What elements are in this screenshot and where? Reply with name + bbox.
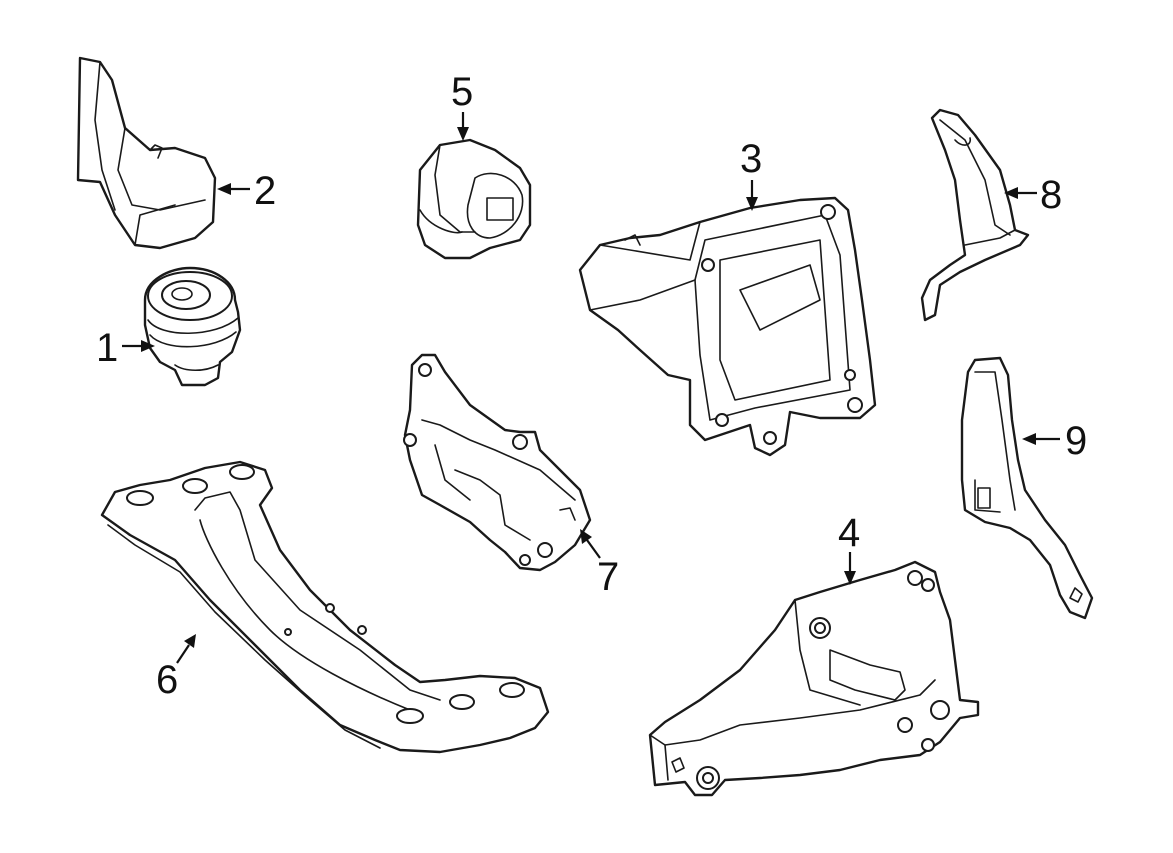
- part-9-brace: [960, 356, 1094, 620]
- callout-number-1: 1: [96, 326, 118, 370]
- part-7-engine-bracket: [403, 353, 592, 572]
- callout-3: 3: [740, 137, 762, 211]
- part-8-support-bracket: [920, 108, 1030, 322]
- callout-number-8: 8: [1040, 173, 1062, 217]
- callout-number-7: 7: [597, 555, 619, 599]
- part-6-crossmember: [100, 460, 550, 754]
- callout-2: 2: [217, 169, 276, 213]
- callout-number-4: 4: [838, 511, 860, 555]
- callout-number-6: 6: [156, 658, 178, 702]
- callout-9: 9: [1022, 419, 1087, 463]
- callout-6: 6: [156, 634, 196, 702]
- callout-number-3: 3: [740, 137, 762, 181]
- callout-7: 7: [580, 529, 619, 599]
- part-4-transmission-support: [648, 560, 980, 797]
- callout-number-9: 9: [1065, 419, 1087, 463]
- part-3-mount-bracket: [578, 196, 877, 457]
- callout-number-2: 2: [254, 169, 276, 213]
- callout-4: 4: [838, 511, 860, 585]
- callout-number-5: 5: [451, 70, 473, 114]
- part-2-engine-mount: [76, 56, 217, 250]
- callout-8: 8: [1004, 173, 1062, 217]
- callout-1: 1: [96, 326, 155, 370]
- part-5-transmission-mount: [416, 138, 532, 260]
- callout-5: 5: [451, 70, 473, 141]
- part-1-bushing: [143, 266, 242, 387]
